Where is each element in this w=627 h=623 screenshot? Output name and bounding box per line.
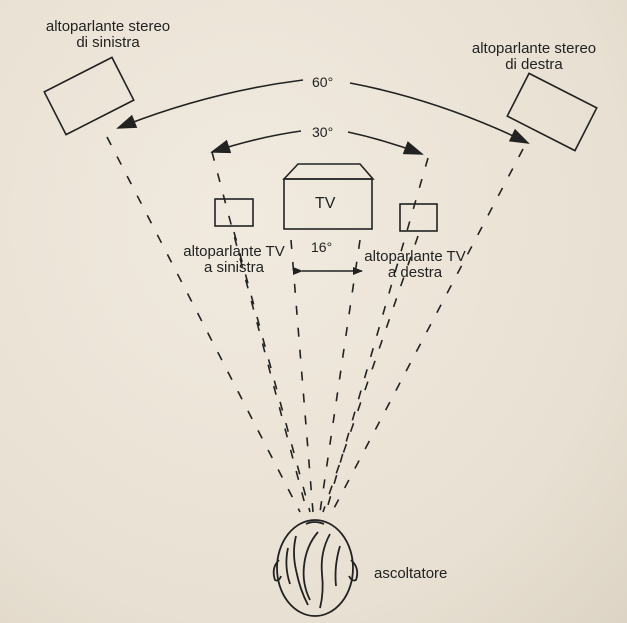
sight-lines: [106, 136, 524, 513]
stereo-angle-label: 60°: [312, 74, 334, 90]
stereo-angle-arc-right: [349, 82, 530, 144]
tv-speakers-angle-label: 30°: [312, 124, 334, 140]
left-tv-speaker: [214, 198, 254, 227]
left-tv-label-line2: a sinistra: [203, 259, 265, 276]
listener-label: ascoltatore: [374, 565, 448, 582]
tv-label: TV: [315, 195, 336, 212]
right-tv-label-line2: a destra: [387, 264, 443, 281]
tv-speakers-angle-arc-left: [210, 130, 302, 154]
left-tv-label-line1: altoparlante TV: [183, 243, 285, 260]
right-stereo-label: altoparlante stereo di destra: [448, 41, 620, 73]
left-stereo-label: altoparlante stereo di sinistra: [18, 19, 198, 51]
right-tv-label: altoparlante TV a destra: [350, 249, 480, 281]
right-tv-label-line1: altoparlante TV: [364, 248, 466, 265]
stereo-angle-arc: [116, 79, 304, 129]
right-stereo-label-line1: altoparlante stereo: [471, 40, 597, 57]
tv-angle-label: 16°: [311, 239, 333, 255]
left-tv-label: altoparlante TV a sinistra: [166, 244, 302, 276]
right-tv-speaker: [399, 203, 438, 232]
listener-head: [272, 519, 359, 617]
left-stereo-label-line1: altoparlante stereo: [45, 18, 171, 35]
right-stereo-speaker: [506, 72, 598, 152]
tv-set: [282, 163, 375, 230]
left-stereo-speaker: [43, 56, 135, 136]
left-stereo-label-line2: di sinistra: [76, 34, 140, 51]
tv-speakers-angle-arc-right: [347, 131, 424, 155]
right-stereo-label-line2: di destra: [505, 56, 563, 73]
